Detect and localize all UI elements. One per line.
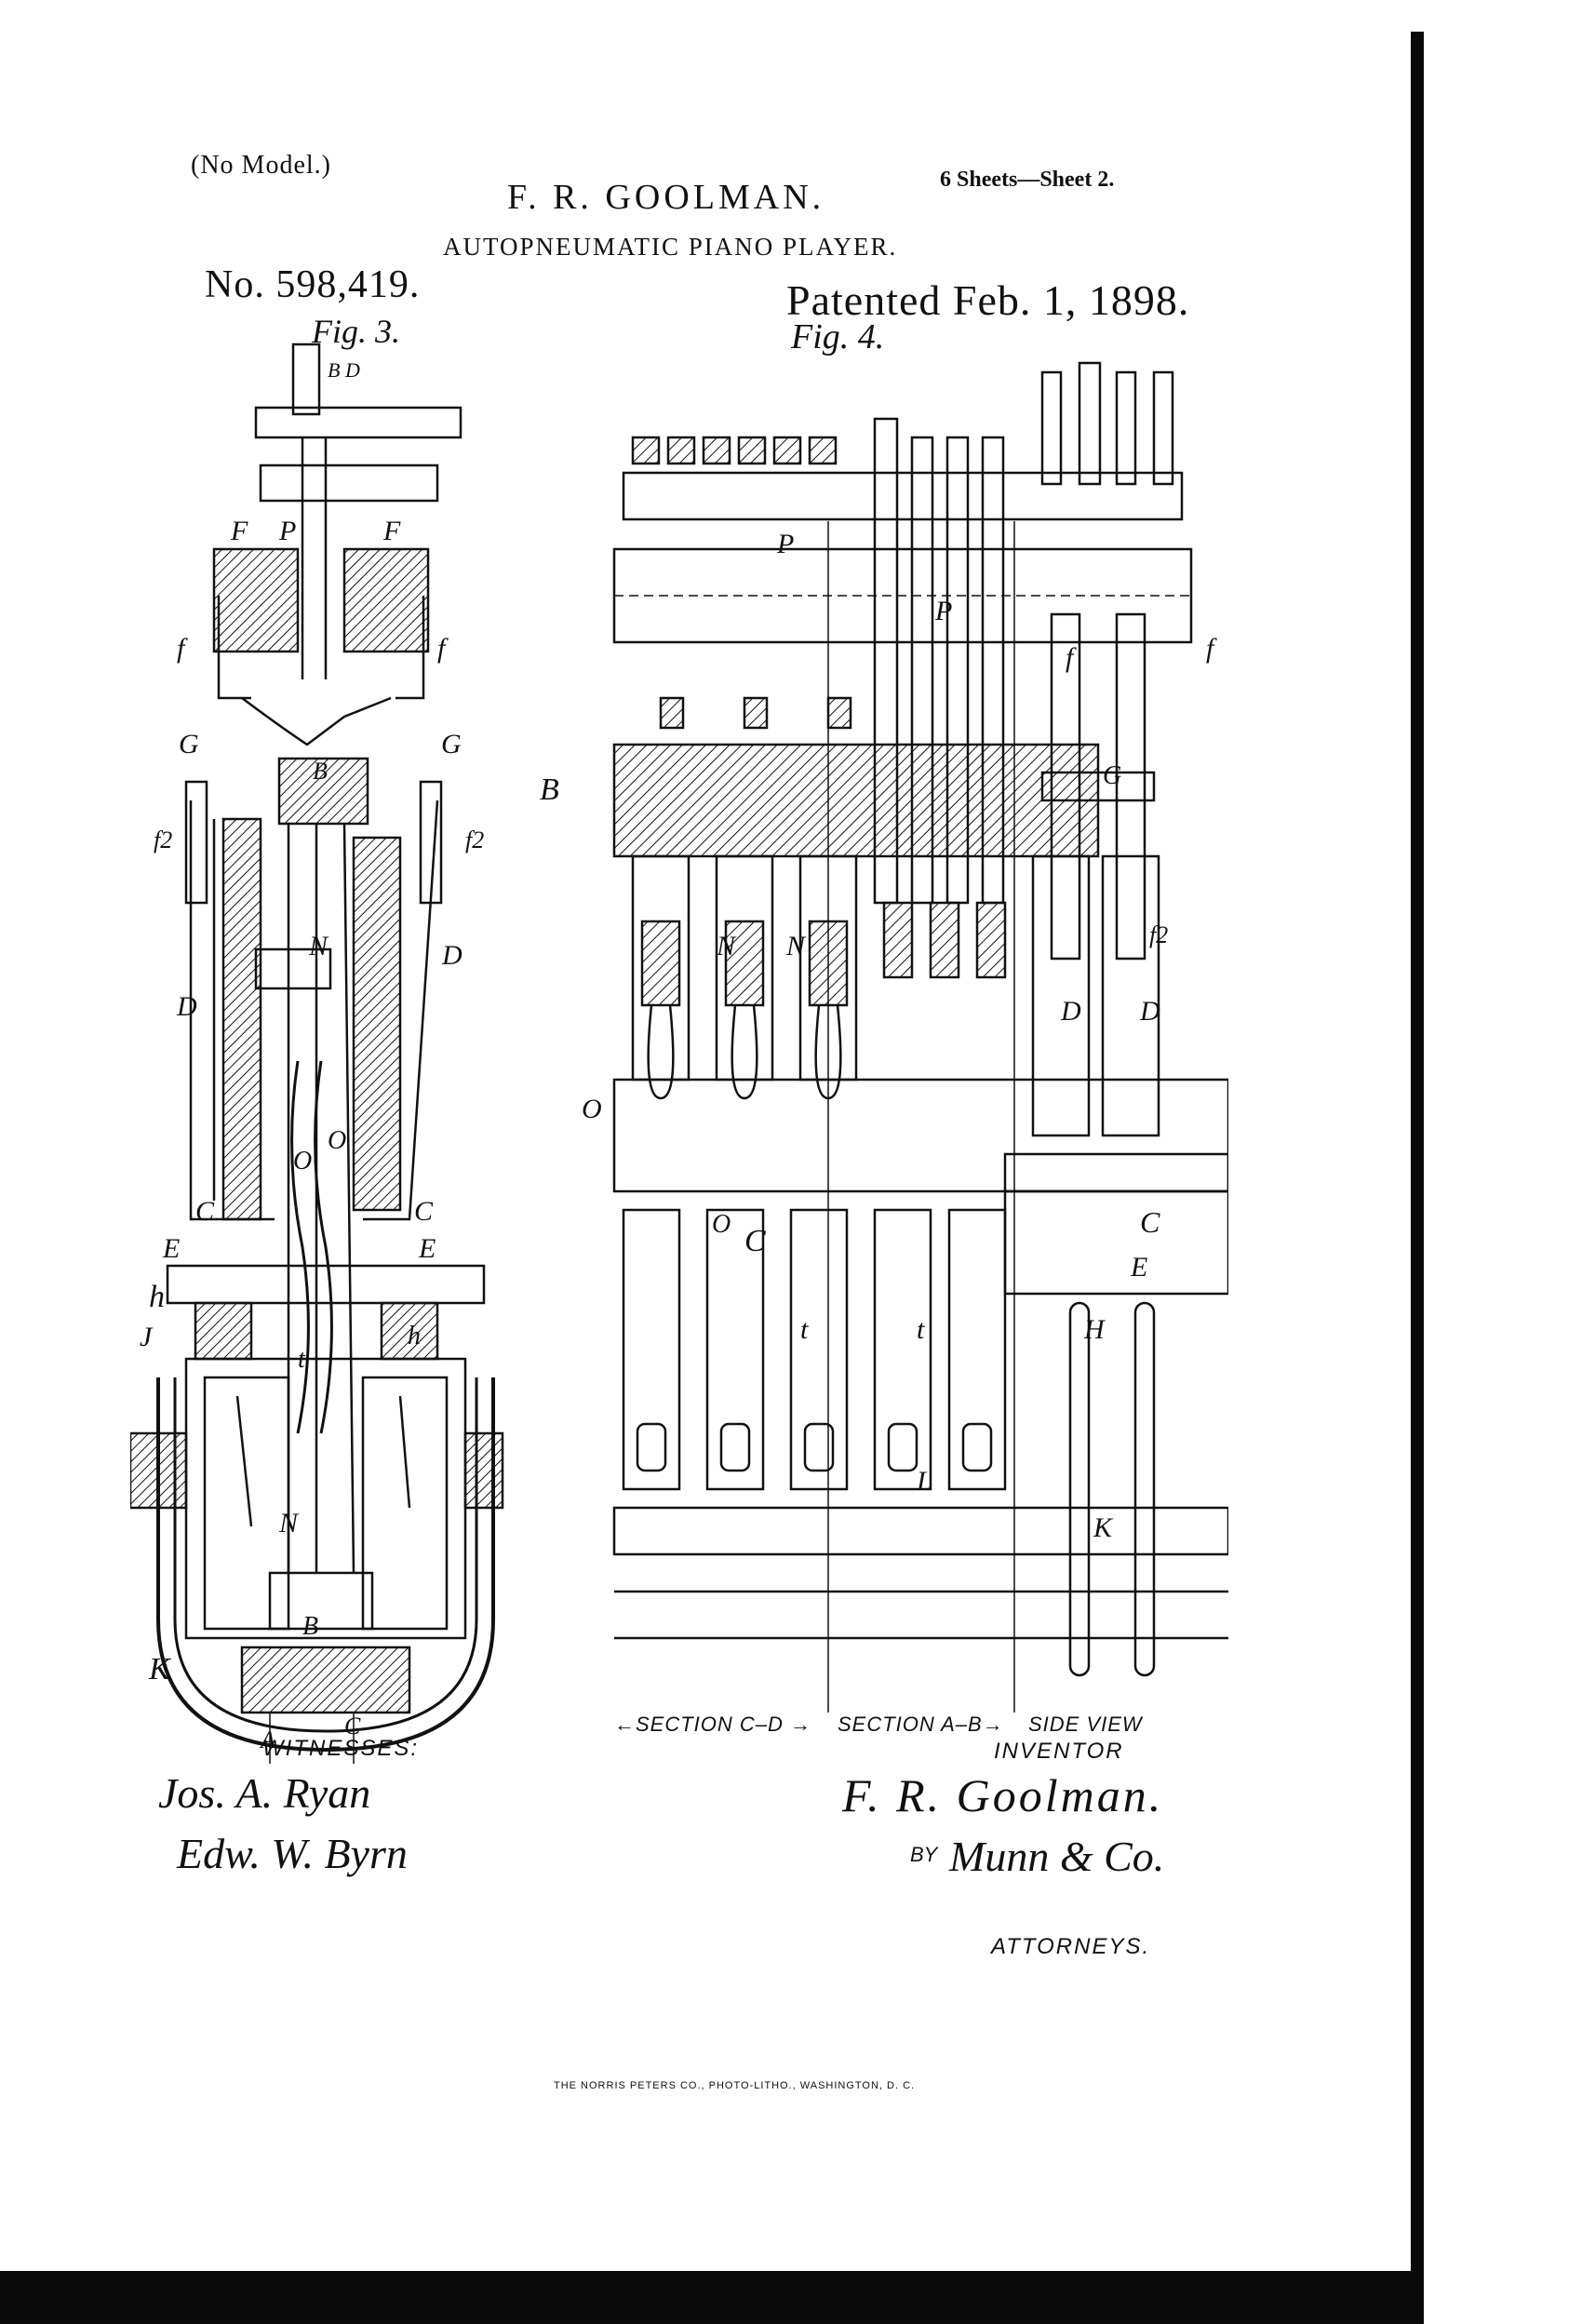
fig3-marker-o-right: O — [328, 1126, 347, 1155]
fig3-marker-h-right: h — [408, 1322, 421, 1350]
scan-edge-bottom — [0, 2271, 1424, 2324]
fig3-marker-f2-left: f2 — [154, 826, 173, 853]
fig4-drawing — [612, 361, 1228, 1713]
fig4-marker-d-left: D — [1061, 996, 1081, 1027]
fig4-marker-n-left: N — [717, 931, 736, 961]
fig4-marker-e: E — [1131, 1252, 1148, 1283]
fig4-marker-o-lower: O — [712, 1210, 731, 1239]
fig4-marker-b: B — [540, 772, 559, 807]
fig3-marker-h-left: h — [149, 1280, 165, 1314]
patent-date: Patented Feb. 1, 1898. — [786, 276, 1190, 324]
fig3-marker-d-right: D — [442, 940, 463, 971]
witnesses-label: WITNESSES: — [262, 1736, 420, 1761]
fig3-marker-p: P — [279, 516, 297, 546]
attorneys-label: ATTORNEYS. — [991, 1934, 1151, 1959]
fig4-marker-o: O — [582, 1094, 602, 1124]
fig3-marker-c-left: C — [195, 1196, 215, 1227]
by-label: BY — [910, 1843, 938, 1866]
fig3-marker-b-lower: B — [302, 1612, 319, 1641]
fig4-marker-f2: f2 — [1149, 921, 1169, 948]
fig3-marker-e-left: E — [163, 1233, 181, 1264]
fig3-marker-b-upper: B — [313, 758, 328, 785]
fig3-marker-a: A — [261, 1726, 275, 1753]
fig4-marker-h: H — [1084, 1314, 1105, 1345]
fig3-marker-e-right: E — [419, 1233, 436, 1264]
fig3-label: Fig. 3. — [312, 313, 400, 350]
attorney-signature: Munn & Co. — [949, 1833, 1165, 1880]
fig3-marker-j: J — [140, 1322, 153, 1352]
fig3-marker-n-lower: N — [279, 1508, 299, 1538]
fig3-marker-f-top-right: F — [383, 516, 401, 546]
sheet-count: 6 Sheets—Sheet 2. — [940, 168, 1115, 192]
fig3-marker-t: t — [298, 1345, 305, 1374]
fig4-marker-n-right: N — [786, 931, 806, 961]
fig4-label: Fig. 4. — [791, 317, 885, 356]
witness-signature-1: Jos. A. Ryan — [158, 1769, 371, 1817]
inventor-label: INVENTOR — [994, 1739, 1124, 1764]
fig4-marker-t-left: t — [800, 1314, 809, 1345]
fig4-marker-f-left: f — [1066, 642, 1074, 673]
inventor-signature: F. R. Goolman. — [842, 1769, 1164, 1821]
fig3-marker-d-left: D — [177, 991, 197, 1022]
witness-signature-2: Edw. W. Byrn — [177, 1830, 408, 1877]
patent-number: No. 598,419. — [205, 263, 421, 306]
fig3-marker-g-right: G — [441, 729, 462, 759]
fig3-marker-f-top-left: F — [231, 516, 248, 546]
fig3-marker-c-right: C — [414, 1196, 434, 1227]
fig4-marker-d-right: D — [1140, 996, 1160, 1027]
fig4-marker-c-right: C — [1140, 1205, 1160, 1239]
fig3-marker-c-bottom: C — [344, 1713, 361, 1740]
printer-imprint: THE NORRIS PETERS CO., PHOTO-LITHO., WAS… — [554, 2080, 916, 2091]
fig4-marker-k: K — [1093, 1512, 1113, 1543]
patent-title: AUTOPNEUMATIC PIANO PLAYER. — [443, 233, 898, 261]
fig3-marker-o-left: O — [293, 1147, 313, 1175]
side-view-label: SIDE VIEW — [1028, 1713, 1143, 1736]
fig4-marker-g: G — [1103, 761, 1122, 790]
fig3-marker-f2-right: f2 — [465, 826, 485, 853]
fig3-marker-f-right: f — [437, 633, 446, 664]
fig3-marker-bd: B D — [328, 358, 360, 382]
fig4-marker-c-center: C — [744, 1224, 766, 1258]
fig3-marker-n-upper: N — [309, 931, 328, 961]
fig3-marker-g-left: G — [179, 729, 199, 759]
section-cd-label: ←SECTION C–D → — [614, 1713, 812, 1736]
scan-edge-right — [1411, 32, 1424, 2324]
no-model-note: (No Model.) — [191, 151, 331, 180]
fig4-marker-p-lower: P — [935, 596, 953, 626]
fig3-marker-f-left: f — [177, 633, 185, 664]
fig3-drawing — [130, 343, 504, 1764]
fig3-marker-k: K — [149, 1652, 170, 1686]
section-ab-label: SECTION A–B→ — [838, 1713, 1004, 1736]
fig4-marker-t-right: t — [917, 1314, 925, 1345]
fig4-marker-p-upper: P — [777, 529, 795, 559]
fig4-marker-f-right: f — [1206, 633, 1214, 664]
fig4-marker-l: L — [917, 1466, 932, 1497]
inventor-heading: F. R. GOOLMAN. — [507, 178, 825, 217]
